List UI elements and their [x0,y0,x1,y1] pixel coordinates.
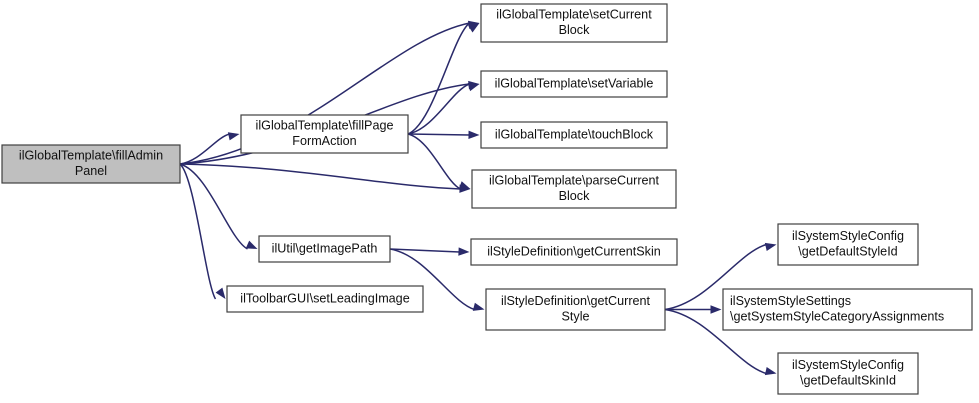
call-edge [179,163,258,250]
call-edge [407,130,480,140]
graph-node-getImagePath[interactable]: ilUtil\getImagePath [258,235,391,263]
edge-arrowhead [764,242,777,252]
call-edge [407,83,480,135]
edge-arrowhead [710,305,722,314]
graph-node-getDefaultSkinId[interactable]: ilSystemStyleConfig\getDefaultSkinId [777,352,919,395]
node-label-line: ilGlobalTemplate\setVariable [495,76,654,90]
call-edge [665,305,722,314]
edge-arrowhead [467,83,480,92]
edge-arrowhead [458,181,471,190]
node-label-line: \getDefaultSkinId [800,373,896,387]
node-label-line: ilStyleDefinition\getCurrentSkin [487,244,661,258]
call-edge [664,308,777,376]
node-box[interactable] [226,285,424,313]
node-box[interactable] [1,144,181,184]
node-label-line: ilToolbarGUI\setLeadingImage [240,291,409,305]
edge-line [664,243,767,311]
node-label-line: ilGlobalTemplate\parseCurrent [489,174,660,188]
edge-arrowhead [215,287,226,299]
edge-line [179,22,470,165]
edge-line [179,133,230,165]
edge-arrowhead [245,240,258,249]
edge-line [407,22,471,135]
edge-line [407,83,470,135]
node-label-line: FormAction [292,134,356,148]
node-label-line: ilStyleDefinition\getCurrent [501,294,651,308]
graph-node-getCurrentSkin[interactable]: ilStyleDefinition\getCurrentSkin [470,238,678,266]
node-label-line: Block [559,189,590,203]
node-box[interactable] [777,352,919,395]
node-label-line: ilSystemStyleConfig [792,229,904,243]
node-box[interactable] [480,3,668,43]
edge-line [179,163,248,250]
call-edge [389,247,470,256]
node-label-line: \getSystemStyleCategoryAssignments [730,309,944,323]
node-label-line: Block [559,23,590,37]
node-label-line: ilGlobalTemplate\setCurrent [496,8,652,22]
edge-arrowhead [458,247,470,256]
edge-line [389,248,475,311]
node-box[interactable] [722,288,973,331]
edge-arrowhead [467,23,480,33]
edge-line [389,248,460,253]
call-edge [179,132,240,165]
node-label-line: Style [562,309,590,323]
graph-node-setVariable[interactable]: ilGlobalTemplate\setVariable [480,70,668,98]
edge-line [179,163,217,300]
edge-arrowhead [468,130,480,140]
node-box[interactable] [480,70,668,98]
call-edge [179,163,226,300]
node-box[interactable] [777,223,919,266]
node-box[interactable] [470,238,678,266]
edge-line [179,163,461,190]
call-edge [407,22,480,135]
call-edge [407,133,471,190]
node-label-line: Panel [75,164,107,178]
node-label-line: \getDefaultStyleId [798,244,897,258]
nodes-layer: ilGlobalTemplate\fillAdminPanelilGlobalT… [1,3,973,395]
edge-arrowhead [764,366,777,376]
node-label-line: ilGlobalTemplate\fillAdmin [19,149,163,163]
node-box[interactable] [471,169,677,209]
node-label-line: ilGlobalTemplate\fillPage [256,119,394,133]
edge-arrowhead [227,132,240,141]
call-edge [664,242,777,311]
edges-layer [179,20,777,376]
node-box[interactable] [258,235,391,263]
node-label-line: ilSystemStyleSettings [730,294,851,308]
graph-node-touchBlock[interactable]: ilGlobalTemplate\touchBlock [480,121,668,149]
graph-node-getDefaultStyleId[interactable]: ilSystemStyleConfig\getDefaultStyleId [777,223,919,266]
graph-node-setLeadingImage[interactable]: ilToolbarGUI\setLeadingImage [226,285,424,313]
node-label-line: ilSystemStyleConfig [792,358,904,372]
node-box[interactable] [485,288,666,331]
edge-line [407,133,470,136]
node-box[interactable] [240,114,409,154]
node-label-line: ilUtil\getImagePath [272,241,378,255]
call-edge [389,248,485,311]
edge-line [664,308,767,375]
edge-arrowhead [472,302,485,311]
graph-node-getSystemStyleCategoryAssignments[interactable]: ilSystemStyleSettings\getSystemStyleCate… [722,288,973,331]
call-edge [179,163,471,193]
node-box[interactable] [480,121,668,149]
edge-line [407,133,461,190]
node-label-line: ilGlobalTemplate\touchBlock [495,127,654,141]
